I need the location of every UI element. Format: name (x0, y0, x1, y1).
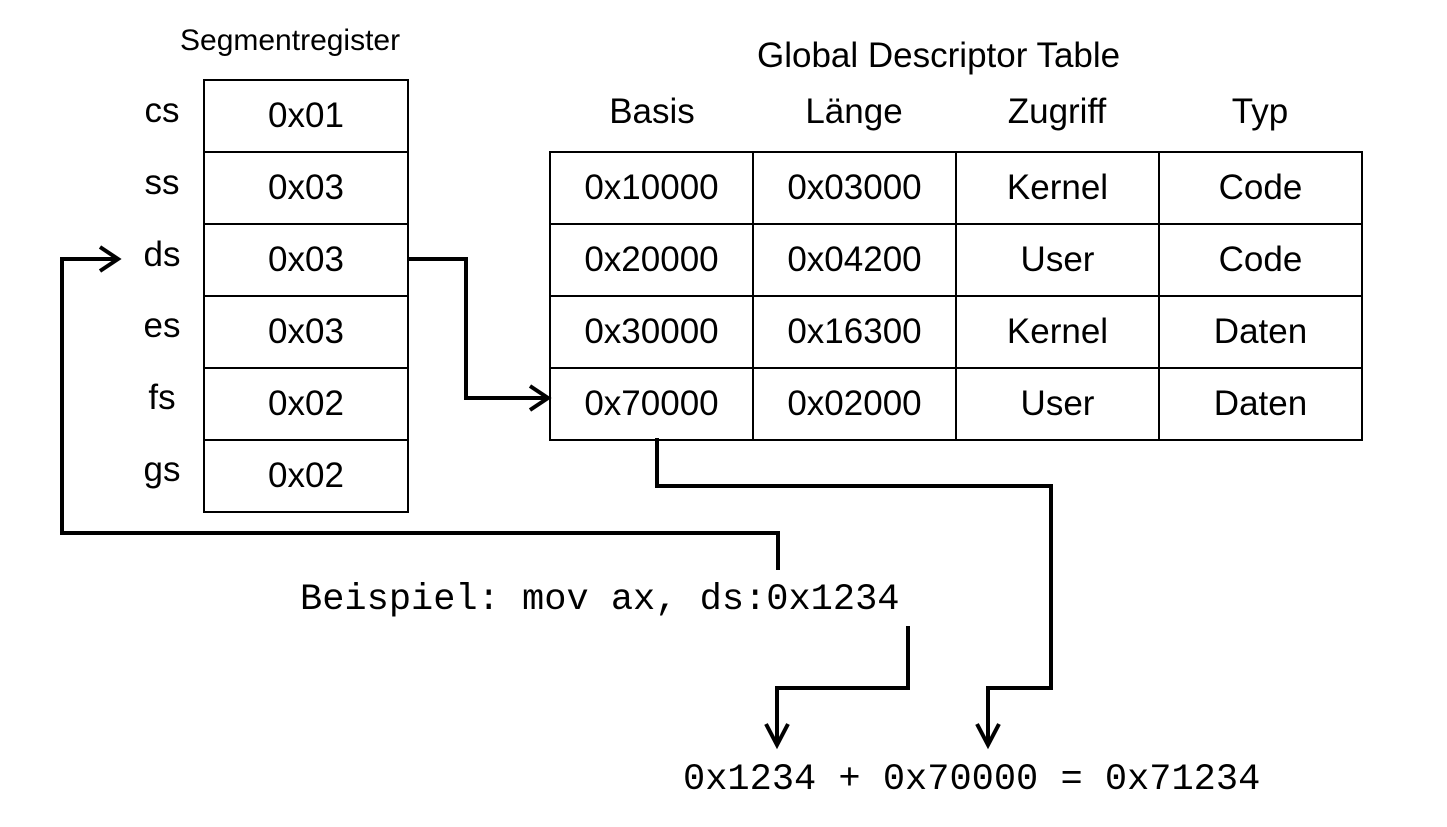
register-value-ds: 0x03 (203, 223, 409, 297)
register-value-es: 0x03 (203, 295, 409, 369)
segment-register-table: 0x01 0x03 0x03 0x03 0x02 0x02 (203, 79, 409, 513)
register-label-gs: gs (143, 450, 181, 489)
gdt-cell-zugriff: Kernel (955, 151, 1160, 225)
arrowhead-offset-icon (764, 723, 790, 750)
gdt-cell-zugriff: Kernel (955, 295, 1160, 369)
gdt-row: 0x70000 0x02000 User Daten (549, 367, 1363, 441)
gdt-cell-typ: Code (1158, 223, 1363, 297)
segment-register-title: Segmentregister (180, 24, 401, 57)
gdt-cell-zugriff: User (955, 223, 1160, 297)
gdt-cell-basis: 0x30000 (549, 295, 754, 369)
gdt-cell-laenge: 0x04200 (752, 223, 957, 297)
register-label-ss: ss (144, 163, 180, 202)
arrowhead-ds-icon (98, 245, 122, 273)
gdt-cell-laenge: 0x03000 (752, 151, 957, 225)
arrow-offset-to-result (775, 626, 910, 742)
register-label-es: es (143, 306, 181, 345)
gdt-cell-laenge: 0x16300 (752, 295, 957, 369)
register-value-gs: 0x02 (203, 439, 409, 513)
gdt-row: 0x30000 0x16300 Kernel Daten (549, 295, 1363, 369)
gdt-row: 0x10000 0x03000 Kernel Code (549, 151, 1363, 225)
gdt-cell-typ: Daten (1158, 295, 1363, 369)
register-value-cs: 0x01 (203, 79, 409, 153)
gdt-header-typ: Typ (1231, 92, 1289, 131)
register-value-fs: 0x02 (203, 367, 409, 441)
arrowhead-base-icon (975, 723, 1001, 750)
gdt-cell-basis: 0x70000 (549, 367, 754, 441)
gdt-cell-laenge: 0x02000 (752, 367, 957, 441)
gdt-cell-typ: Daten (1158, 367, 1363, 441)
gdt-cell-typ: Code (1158, 151, 1363, 225)
gdt-cell-basis: 0x20000 (549, 223, 754, 297)
address-calculation: 0x1234 + 0x70000 = 0x71234 (683, 759, 1261, 801)
register-label-fs: fs (148, 378, 176, 417)
gdt-header-zugriff: Zugriff (1007, 92, 1107, 131)
example-instruction: Beispiel: mov ax, ds:0x1234 (300, 579, 900, 621)
arrowhead-gdt-icon (528, 384, 552, 412)
gdt-cell-basis: 0x10000 (549, 151, 754, 225)
gdt-row: 0x20000 0x04200 User Code (549, 223, 1363, 297)
register-label-cs: cs (144, 91, 180, 130)
register-label-ds: ds (143, 235, 181, 274)
gdt-table: 0x10000 0x03000 Kernel Code 0x20000 0x04… (549, 151, 1363, 441)
gdt-header-basis: Basis (609, 92, 695, 131)
gdt-title: Global Descriptor Table (757, 36, 1121, 75)
gdt-header-laenge: Länge (805, 92, 903, 131)
register-value-ss: 0x03 (203, 151, 409, 225)
gdt-cell-zugriff: User (955, 367, 1160, 441)
arrow-ds-to-gdt (407, 257, 545, 400)
